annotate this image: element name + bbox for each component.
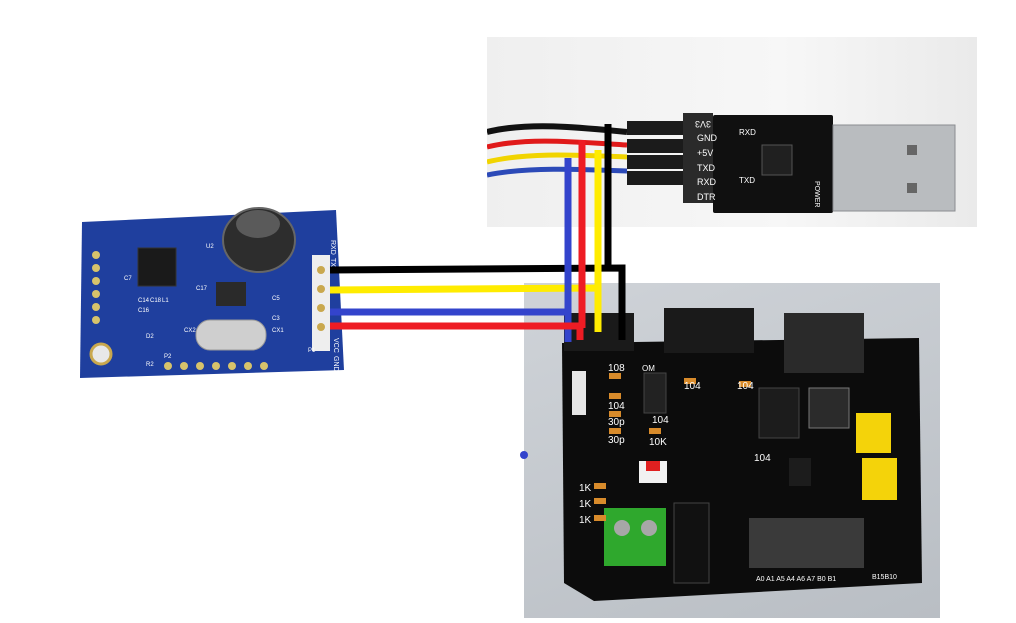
voice-silk: C14 — [138, 298, 150, 304]
voice-silk: R2 — [146, 362, 154, 368]
voice-pin-label: VCC — [332, 338, 339, 353]
black-wire — [329, 264, 626, 340]
board-label: 1K — [579, 515, 592, 526]
voice-module: RXD TXD VCC GND C14 C18 L1 C16 C17 C7 CX… — [80, 207, 344, 378]
usb-pin-label: GND — [697, 133, 718, 143]
voice-silk: CX1 — [272, 328, 284, 334]
board-label: 10K — [649, 437, 667, 448]
voice-silk: P2 — [164, 354, 172, 360]
board-label: 108 — [608, 363, 625, 374]
voice-silk: D2 — [146, 334, 154, 340]
voice-pin-label: TXD — [329, 258, 336, 272]
usb-chip-label: RXD — [739, 128, 756, 137]
usb-chip-label: POWER — [813, 181, 820, 207]
board-label: 104 — [652, 415, 669, 426]
voice-silk: C16 — [138, 308, 150, 314]
voice-silk: C18 — [150, 298, 162, 304]
board-label: 30p — [608, 417, 625, 428]
usb-pin-label: +5V — [697, 148, 713, 158]
voice-silk: U2 — [206, 244, 214, 250]
board-label: 104 — [684, 381, 701, 392]
mainboard-photo: 108 104 30p 30p 10K 104 104 104 104 1K 1… — [524, 283, 940, 618]
voice-pin-label: GND — [332, 356, 339, 372]
board-label: OM — [642, 364, 655, 373]
voice-silk: C17 — [196, 286, 208, 292]
board-header-label: A0 A1 A5 A4 A6 A7 B0 B1 — [756, 576, 836, 583]
voice-pin-label: RXD — [329, 240, 336, 255]
usb-pin-label: DTR — [697, 192, 716, 202]
voice-silk: CX2 — [184, 328, 196, 334]
voice-silk: C5 — [272, 296, 280, 302]
board-label: 1K — [579, 483, 592, 494]
board-label: 1K — [579, 499, 592, 510]
marker-dot — [520, 451, 528, 459]
red-wire — [330, 322, 584, 340]
board-side-label: B15B10 — [872, 574, 897, 581]
voice-silk: C7 — [124, 276, 132, 282]
usb-chip-label: TXD — [739, 176, 755, 185]
board-label: 104 — [754, 453, 771, 464]
usb-ttl-adapter-drawing: 3V3 GND +5V TXD RXD DTR RXD TXD POWER — [486, 113, 956, 213]
voice-silk: L1 — [162, 298, 169, 304]
usb-pin-label: RXD — [697, 177, 717, 187]
board-label: 104 — [737, 381, 754, 392]
voice-silk: P1 — [308, 348, 316, 354]
voice-silk: C3 — [272, 316, 280, 322]
usb-pin-label: TXD — [697, 163, 716, 173]
board-label: 104 — [608, 401, 625, 412]
board-label: 30p — [608, 435, 625, 446]
usb-pin-label: 3V3 — [695, 119, 711, 129]
